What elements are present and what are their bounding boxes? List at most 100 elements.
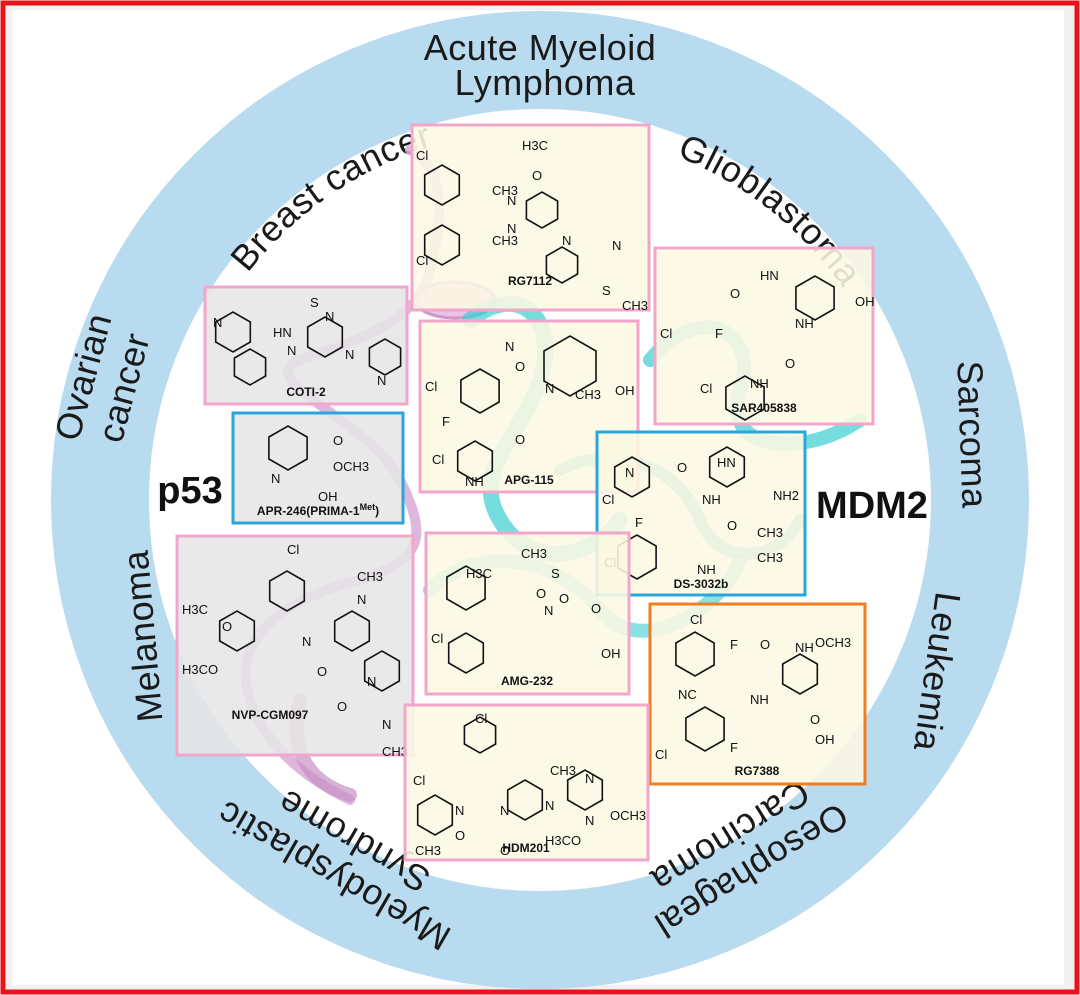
atom-label: NH: [750, 376, 769, 391]
ring-bond: [447, 632, 485, 674]
atom-label: O: [222, 619, 232, 634]
target-label-p53: p53: [157, 470, 222, 512]
compound-label: HDM201: [502, 841, 550, 855]
atom-label: CH3: [550, 763, 576, 778]
ring-bond: [675, 631, 715, 677]
atom-label: OH: [601, 646, 621, 661]
compound-label: APG-115: [504, 473, 554, 487]
atom-label: O: [333, 433, 343, 448]
compound-label: AMG-232: [501, 674, 553, 688]
ring-bond: [543, 335, 597, 397]
atom-label: N: [545, 798, 554, 813]
atom-label: S: [310, 295, 319, 310]
disease-ring: [51, 11, 1029, 989]
atom-label: N: [505, 339, 514, 354]
atom-label: O: [727, 518, 737, 533]
ring-bond: [233, 348, 267, 386]
atom-label: O: [532, 168, 542, 183]
atom-label: O: [677, 460, 687, 475]
atom-label: N: [302, 634, 311, 649]
atom-label: CH3: [622, 298, 648, 313]
atom-label: CH3: [575, 387, 601, 402]
atom-label: N: [544, 603, 553, 618]
atom-label: NH: [795, 316, 814, 331]
atom-label: O: [760, 637, 770, 652]
atom-label: O: [337, 699, 347, 714]
atom-label: O: [591, 601, 601, 616]
atom-label: Cl: [416, 253, 428, 268]
atom-label: H3CO: [545, 833, 581, 848]
atom-label: H3C: [182, 602, 208, 617]
atom-label: Cl: [700, 381, 712, 396]
atom-label: N: [585, 813, 594, 828]
atom-label: CH3: [357, 569, 383, 584]
atom-label: F: [730, 637, 738, 652]
ring-bond: [506, 779, 544, 821]
atom-label: HN: [717, 455, 736, 470]
compound-label: RG7388: [735, 764, 780, 778]
atom-label: S: [602, 283, 611, 298]
atom-label: OH: [815, 732, 835, 747]
atom-label: F: [715, 326, 723, 341]
atom-label: HN: [273, 325, 292, 340]
atom-label: O: [515, 432, 525, 447]
atom-label: N: [325, 309, 334, 324]
ring-bond: [685, 706, 725, 752]
ring-bond: [463, 716, 497, 754]
compound-label: DS-3032b: [674, 577, 729, 591]
ring-label-sarcoma: Sarcoma: [949, 360, 995, 509]
ring-bond: [268, 425, 308, 471]
ring-bond: [725, 375, 765, 421]
atom-label: O: [455, 828, 465, 843]
ring-bond: [368, 338, 402, 376]
atom-label: O: [559, 591, 569, 606]
atom-label: O: [317, 664, 327, 679]
compound-label: RG7112: [508, 274, 552, 288]
atom-label: N: [562, 233, 571, 248]
atom-label: N: [585, 771, 594, 786]
atom-label: N: [455, 803, 464, 818]
ring-label-aml-line1: Acute Myeloid: [424, 27, 657, 68]
ring-bond: [363, 650, 401, 692]
atom-label: N: [507, 221, 516, 236]
svg-text:Sarcoma: Sarcoma: [949, 360, 995, 509]
ring-bond: [795, 275, 835, 321]
atom-label: F: [442, 414, 450, 429]
atom-label: CH3: [382, 744, 408, 759]
atom-label: H3C: [466, 566, 492, 581]
compound-label: SAR405838: [731, 401, 797, 415]
compound-label: APR-246(PRIMA-1Met): [257, 502, 379, 518]
atom-label: O: [536, 586, 546, 601]
atom-label: H3C: [522, 138, 548, 153]
atom-label: NH: [697, 562, 716, 577]
compound-frame: [231, 411, 405, 525]
atom-label: Cl: [432, 452, 444, 467]
atom-label: NH: [465, 474, 484, 489]
atom-label: NH2: [773, 488, 799, 503]
atom-label: N: [382, 717, 391, 732]
ring-bond: [781, 653, 819, 695]
ring-bond: [416, 794, 454, 836]
ring-bond: [566, 769, 604, 811]
ring-bond: [306, 316, 344, 358]
atom-label: CH3: [415, 843, 441, 858]
atom-label: OH: [855, 294, 875, 309]
atom-label: N: [345, 347, 354, 362]
atom-label: NH: [702, 492, 721, 507]
atom-label: NH: [750, 692, 769, 707]
atom-label: Cl: [425, 379, 437, 394]
atom-label: N: [287, 343, 296, 358]
atom-label: N: [357, 592, 366, 607]
atom-label: H3CO: [182, 662, 218, 677]
atom-label: CH3: [757, 525, 783, 540]
ring-label-aml-line2: Lymphoma: [455, 62, 636, 103]
atom-label: OH: [318, 489, 338, 504]
atom-label: OCH3: [610, 808, 646, 823]
atom-label: CH3: [492, 233, 518, 248]
atom-label: N: [507, 193, 516, 208]
